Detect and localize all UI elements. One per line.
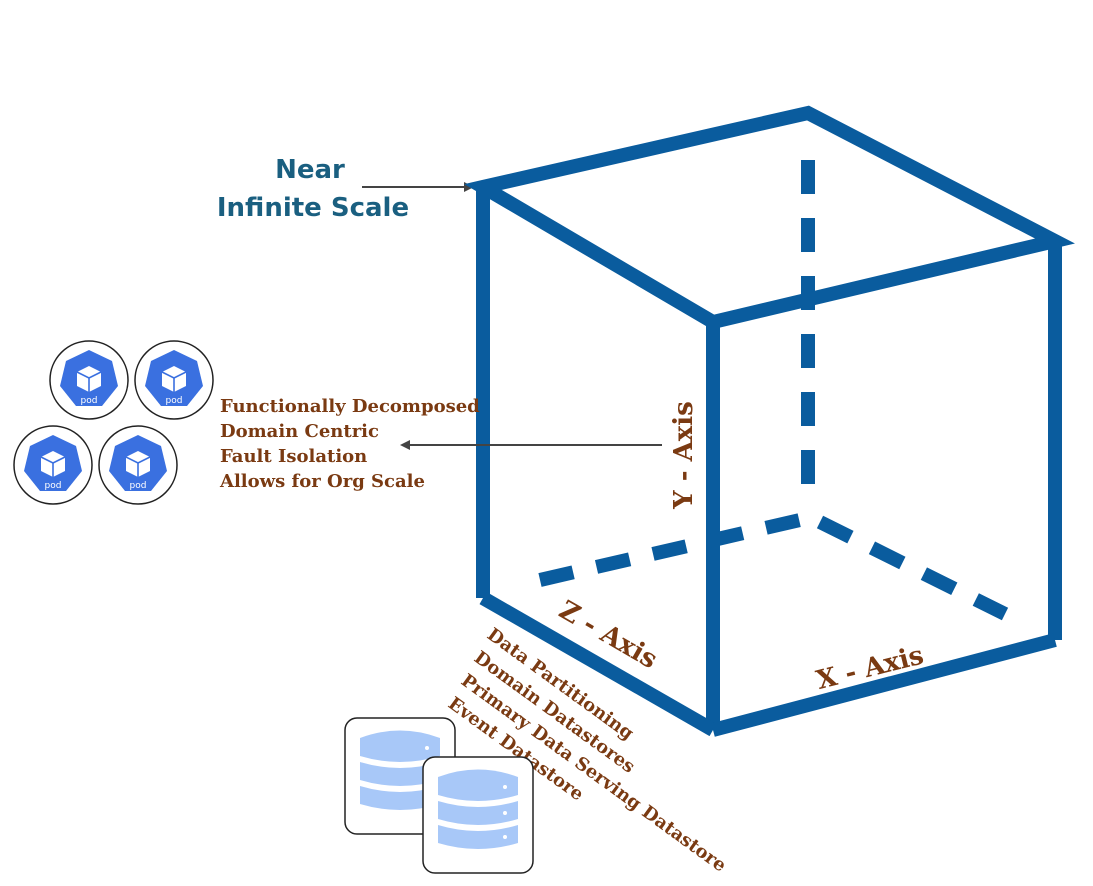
kubernetes-pod-icon: pod [134, 340, 214, 420]
scale-cube [464, 105, 1075, 737]
y-note-1: Functionally Decomposed [220, 396, 480, 417]
pod-label: pod [166, 396, 183, 406]
kubernetes-pod-icon: pod [49, 340, 129, 420]
hidden-right-edge [816, 515, 1009, 621]
cube-top-face [464, 105, 1075, 330]
pod-icons: pod pod pod pod [13, 340, 214, 505]
kubernetes-pod-icon: pod [98, 425, 178, 505]
title-line-1: Near [275, 155, 345, 185]
pod-label: pod [81, 396, 98, 406]
hidden-left-edge [538, 513, 802, 587]
y-axis-label: Y - Axis [669, 401, 699, 510]
y-note-4: Allows for Org Scale [219, 471, 425, 492]
database-icon [422, 756, 534, 874]
kubernetes-pod-icon: pod [13, 425, 93, 505]
title-line-2: Infinite Scale [217, 193, 409, 223]
y-note-2: Domain Centric [220, 421, 379, 442]
cube-bottom-right-edge [711, 633, 1057, 737]
cube-bottom-left-edge [479, 591, 717, 737]
y-axis-notes: Functionally Decomposed Domain Centric F… [219, 396, 480, 492]
y-note-3: Fault Isolation [220, 446, 367, 467]
pod-label: pod [45, 481, 62, 491]
database-icons [344, 717, 534, 874]
cube-hidden-edges [538, 160, 1009, 621]
pod-label: pod [130, 481, 147, 491]
